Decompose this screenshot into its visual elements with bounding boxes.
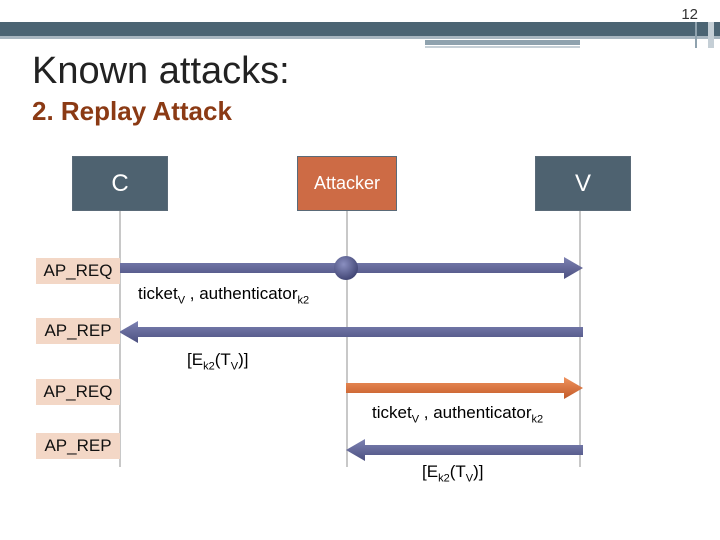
caption-ticket-authenticator-2: ticketV , authenticatork2 <box>372 403 544 426</box>
caption-ticket-authenticator-1: ticketV , authenticatork2 <box>138 284 310 307</box>
intercept-point-icon <box>334 256 358 280</box>
actor-attacker-label: Attacker <box>313 173 381 193</box>
caption-encrypted-timestamp-2: [Ek2(TV)] <box>422 462 484 485</box>
slide-title: Known attacks: <box>32 50 290 92</box>
actor-client-label: C <box>111 169 129 197</box>
arrow-ap-req-2 <box>346 377 583 399</box>
slide-subtitle: 2. Replay Attack <box>32 96 232 126</box>
header-decoration <box>0 22 720 48</box>
arrow-ap-rep-1 <box>119 321 583 343</box>
actor-verifier-label: V <box>574 169 591 197</box>
message-label-ap-req-2: AP_REQ <box>36 379 120 405</box>
actor-attacker: Attacker <box>297 156 397 211</box>
message-label-ap-rep-2: AP_REP <box>36 433 120 459</box>
actor-client: C <box>72 156 168 211</box>
caption-encrypted-timestamp-1: [Ek2(TV)] <box>187 350 249 373</box>
actor-verifier: V <box>535 156 631 211</box>
lifeline-verifier <box>579 211 581 467</box>
arrow-ap-rep-2 <box>346 439 583 461</box>
slide-number: 12 <box>681 6 698 23</box>
lifeline-attacker <box>346 211 348 467</box>
message-label-ap-req-1: AP_REQ <box>36 258 120 284</box>
lifeline-client <box>119 211 121 467</box>
message-label-ap-rep-1: AP_REP <box>36 318 120 344</box>
